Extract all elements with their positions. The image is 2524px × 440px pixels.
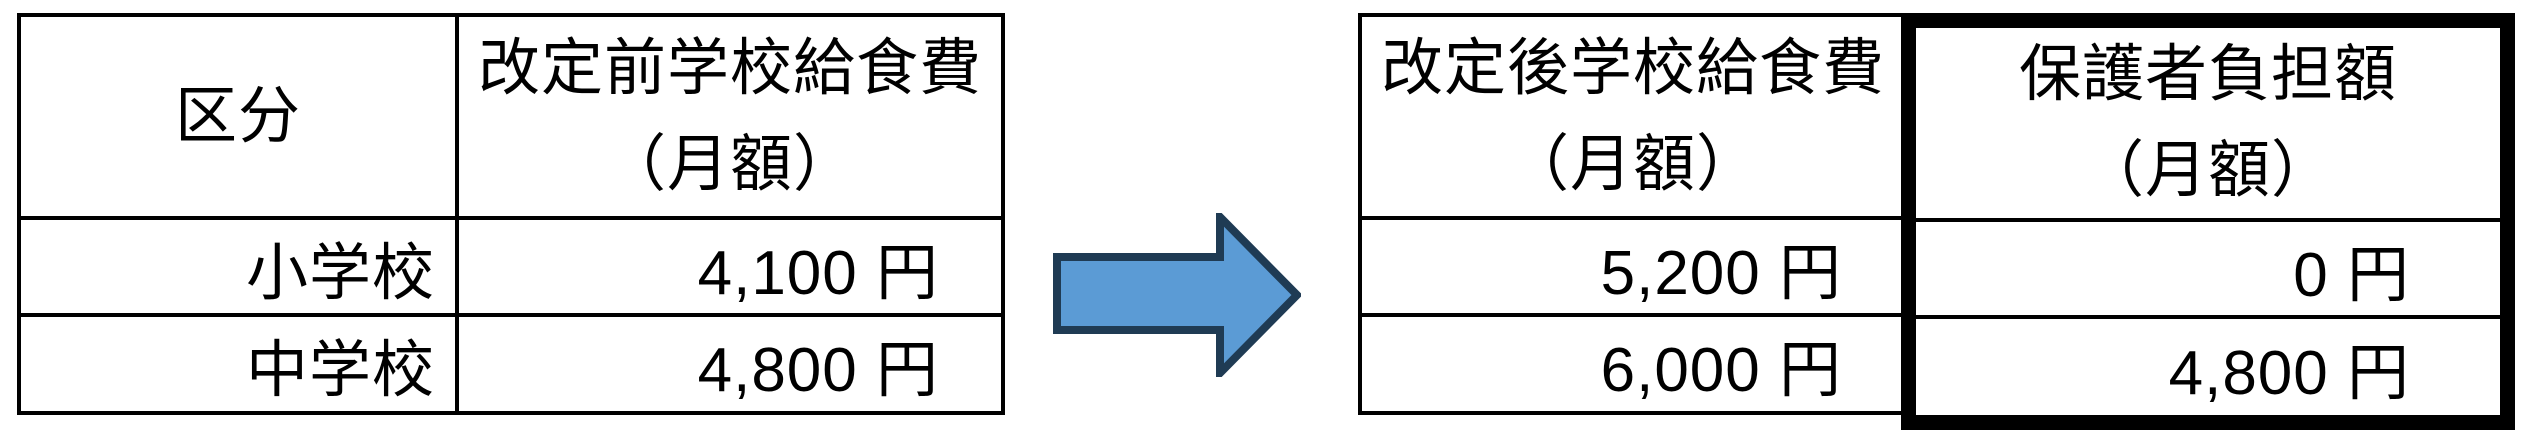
parent-burden-column: 保護者負担額 （月額） 0 円 4,800 円 (1901, 13, 2515, 430)
row-juniorhigh-before-fee-cell: 4,800 円 (455, 313, 1001, 411)
row-elementary-label: 小学校 (245, 238, 435, 308)
burden-header-line1: 保護者負担額 (2018, 40, 2397, 109)
transition-arrow (1053, 207, 1303, 383)
before-revision-table: 区分 改定前学校給食費 （月額） 小学校 4,100 円 中学校 4,800 円 (17, 13, 1005, 415)
row-juniorhigh-label-cell: 中学校 (21, 313, 455, 411)
row-juniorhigh-burden: 4,800 円 (2168, 339, 2410, 408)
row-elementary-label-cell: 小学校 (21, 216, 455, 313)
row-elementary-after-fee-cell: 5,200 円 (1362, 216, 1904, 313)
category-header-label: 区分 (174, 81, 301, 151)
after-fee-header-cell: 改定後学校給食費 （月額） (1362, 17, 1904, 216)
after-revision-fee-column: 改定後学校給食費 （月額） 5,200 円 6,000 円 (1358, 13, 1908, 415)
category-header-cell: 区分 (21, 17, 455, 216)
right-arrow-outline (1053, 207, 1303, 383)
before-fee-header-cell: 改定前学校給食費 （月額） (455, 17, 1001, 216)
burden-header-cell: 保護者負担額 （月額） (1916, 28, 2500, 218)
row-juniorhigh-after-fee: 6,000 円 (1600, 336, 1842, 405)
row-elementary-after-fee: 5,200 円 (1600, 238, 1842, 308)
row-elementary-before-fee-cell: 4,100 円 (455, 216, 1001, 313)
row-juniorhigh-before-fee: 4,800 円 (697, 336, 939, 405)
row-juniorhigh-burden-cell: 4,800 円 (1916, 315, 2500, 415)
row-elementary-burden-cell: 0 円 (1916, 218, 2500, 315)
burden-header-line2: （月額） (2081, 136, 2334, 205)
row-elementary-burden: 0 円 (2293, 240, 2410, 310)
right-arrow-shape (1057, 217, 1297, 373)
after-fee-header-line1: 改定後学校給食費 (1380, 33, 1885, 103)
row-elementary-before-fee: 4,100 円 (697, 238, 939, 308)
row-juniorhigh-label: 中学校 (245, 336, 435, 405)
after-fee-header-line2: （月額） (1506, 129, 1759, 199)
before-fee-header-line2: （月額） (603, 129, 856, 199)
before-fee-header-line1: 改定前学校給食費 (477, 33, 982, 103)
row-juniorhigh-after-fee-cell: 6,000 円 (1362, 313, 1904, 411)
right-arrow-icon (1053, 207, 1303, 383)
